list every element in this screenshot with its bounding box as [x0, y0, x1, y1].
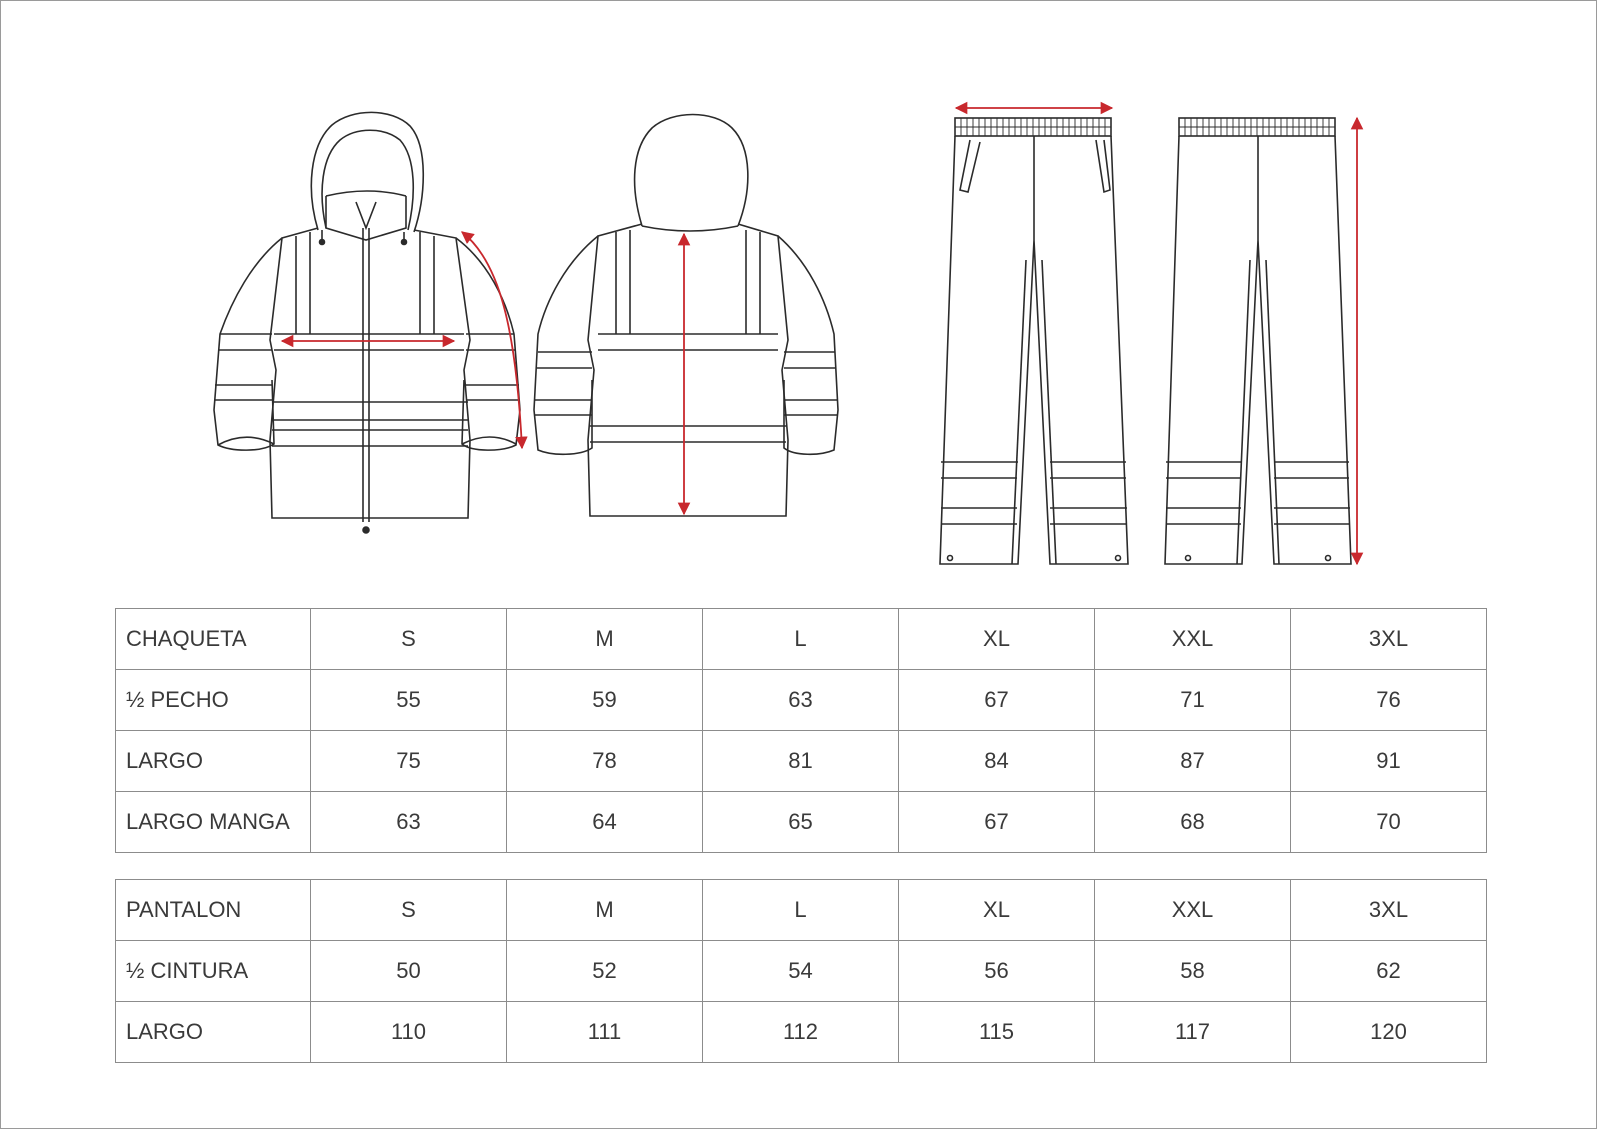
row-label: LARGO [115, 1001, 311, 1063]
jacket-size-table: CHAQUETA S M L XL XXL 3XL ½ PECHO 55 59 … [115, 608, 1487, 853]
table-cell: M [506, 608, 703, 670]
sleeve-measure-arrow [461, 231, 528, 450]
table-row: LARGO 110 111 112 115 117 120 [115, 1001, 1487, 1063]
table-cell: 50 [310, 940, 507, 1002]
row-label: LARGO [115, 730, 311, 792]
table-cell: 117 [1094, 1001, 1291, 1063]
table-row: LARGO MANGA 63 64 65 67 68 70 [115, 791, 1487, 853]
table-cell: 84 [898, 730, 1095, 792]
table-cell: 110 [310, 1001, 507, 1063]
table-cell: 3XL [1290, 879, 1487, 941]
table-row: CHAQUETA S M L XL XXL 3XL [115, 608, 1487, 670]
table-cell: 67 [898, 791, 1095, 853]
table-cell: 115 [898, 1001, 1095, 1063]
row-label: ½ CINTURA [115, 940, 311, 1002]
table-cell: 52 [506, 940, 703, 1002]
row-label: PANTALON [115, 879, 311, 941]
table-row: LARGO 75 78 81 84 87 91 [115, 730, 1487, 792]
jacket-front-icon [213, 111, 521, 534]
pants-front-icon [939, 117, 1129, 565]
row-label: ½ PECHO [115, 669, 311, 731]
table-cell: XXL [1094, 879, 1291, 941]
table-cell: 120 [1290, 1001, 1487, 1063]
table-cell: 112 [702, 1001, 899, 1063]
row-label: LARGO MANGA [115, 791, 311, 853]
table-cell: 59 [506, 669, 703, 731]
table-cell: 68 [1094, 791, 1291, 853]
table-cell: 64 [506, 791, 703, 853]
table-cell: 65 [702, 791, 899, 853]
table-cell: 87 [1094, 730, 1291, 792]
table-cell: S [310, 608, 507, 670]
table-cell: 63 [702, 669, 899, 731]
table-row: ½ PECHO 55 59 63 67 71 76 [115, 669, 1487, 731]
pants-back-icon [1164, 117, 1352, 565]
table-row: PANTALON S M L XL XXL 3XL [115, 879, 1487, 941]
table-cell: 56 [898, 940, 1095, 1002]
table-row: ½ CINTURA 50 52 54 56 58 62 [115, 940, 1487, 1002]
table-cell: M [506, 879, 703, 941]
table-cell: L [702, 879, 899, 941]
table-cell: 55 [310, 669, 507, 731]
table-cell: XL [898, 608, 1095, 670]
table-cell: 3XL [1290, 608, 1487, 670]
table-cell: 71 [1094, 669, 1291, 731]
table-cell: 91 [1290, 730, 1487, 792]
table-cell: 78 [506, 730, 703, 792]
table-cell: 76 [1290, 669, 1487, 731]
row-label: CHAQUETA [115, 608, 311, 670]
jacket-back-icon [533, 113, 839, 517]
table-cell: 75 [310, 730, 507, 792]
table-cell: 111 [506, 1001, 703, 1063]
table-cell: 81 [702, 730, 899, 792]
table-cell: XL [898, 879, 1095, 941]
table-cell: XXL [1094, 608, 1291, 670]
garment-illustrations [213, 101, 1364, 566]
table-cell: S [310, 879, 507, 941]
table-cell: 70 [1290, 791, 1487, 853]
table-cell: 58 [1094, 940, 1291, 1002]
table-cell: 67 [898, 669, 1095, 731]
table-cell: 63 [310, 791, 507, 853]
pants-size-table: PANTALON S M L XL XXL 3XL ½ CINTURA 50 5… [115, 879, 1487, 1063]
table-cell: 54 [702, 940, 899, 1002]
table-cell: L [702, 608, 899, 670]
table-cell: 62 [1290, 940, 1487, 1002]
